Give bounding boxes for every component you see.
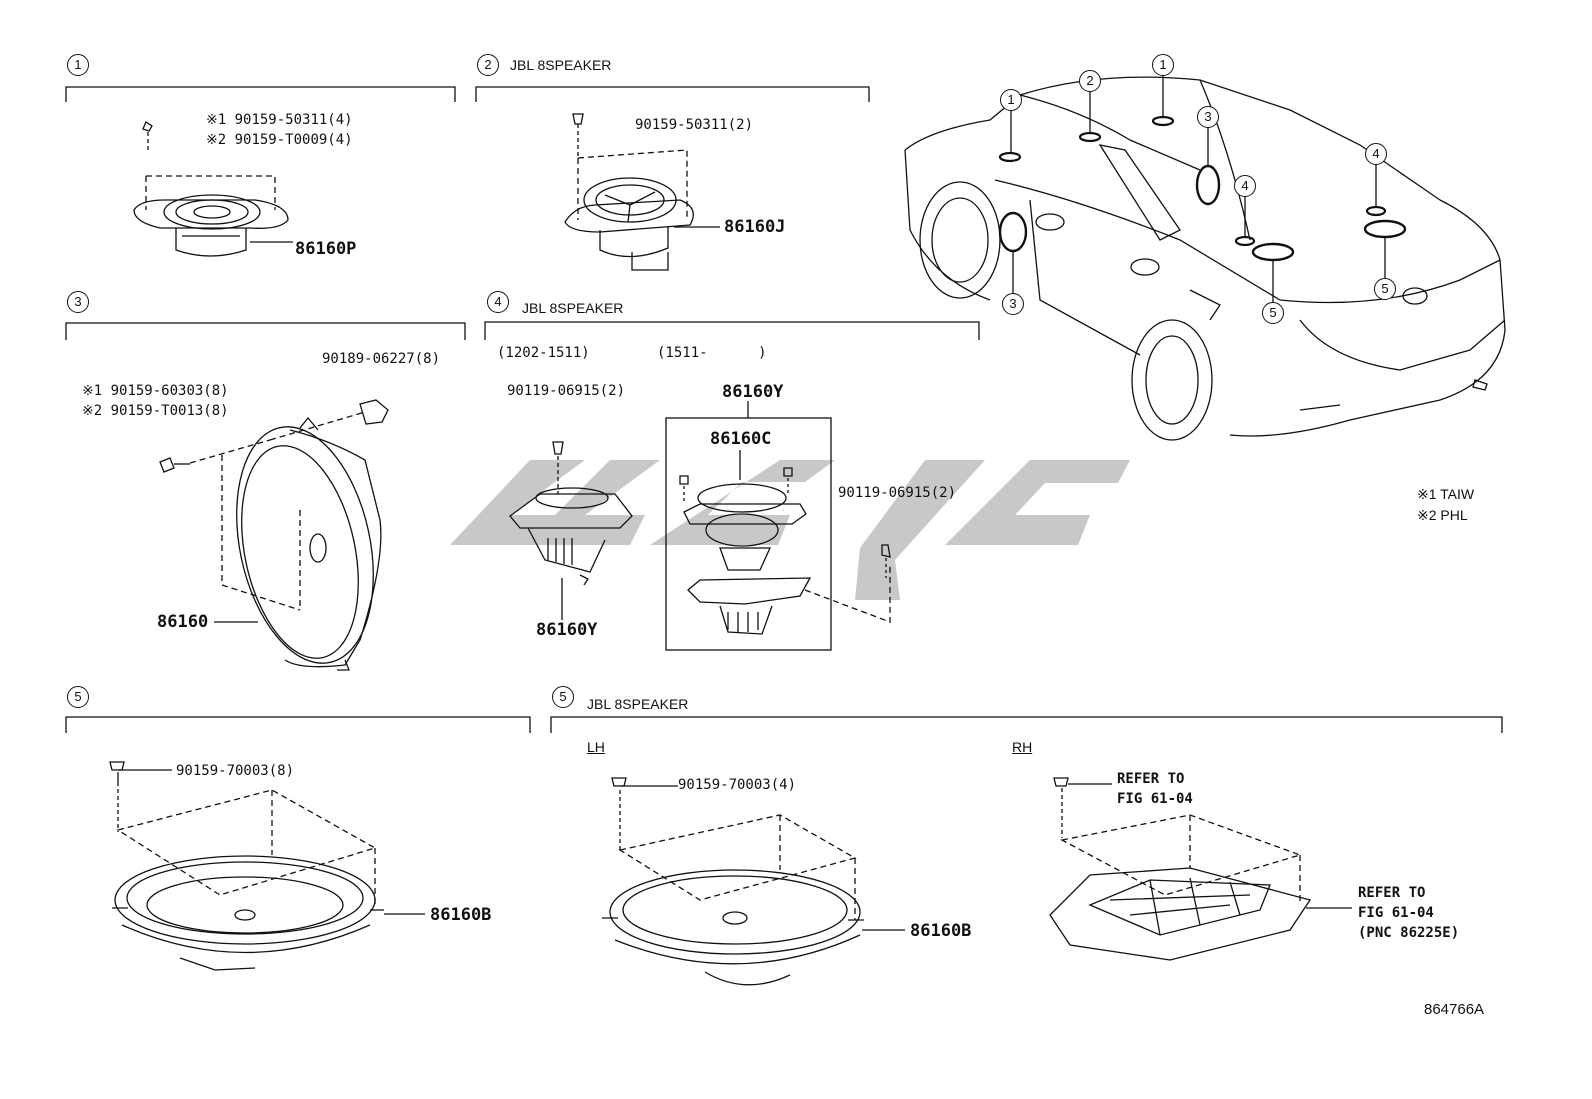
section-3-screw-1: ※1 90159-60303(8) bbox=[82, 383, 229, 399]
section-brackets bbox=[65, 86, 1503, 733]
car-callout-5-right: 5 bbox=[1374, 278, 1396, 300]
section-2-screw: 90159-50311(2) bbox=[635, 117, 754, 133]
speaker-bracket-rh-drawing bbox=[1049, 777, 1352, 961]
refer-screw-line-2: FIG 61-04 bbox=[1117, 791, 1193, 807]
section-1-screw-2: ※2 90159-T0009(4) bbox=[206, 132, 353, 148]
section-4-date-range-b: (1511- ) bbox=[657, 345, 767, 361]
section-5a-screw: 90159-70003(8) bbox=[176, 763, 295, 779]
speaker-86160b-left-drawing bbox=[109, 761, 425, 971]
section-1-screw-1: ※1 90159-50311(4) bbox=[206, 112, 353, 128]
note-taiw: ※1 TAIW bbox=[1417, 486, 1475, 502]
section-1-number: 1 bbox=[67, 54, 89, 76]
car-callout-4-left: 4 bbox=[1234, 175, 1256, 197]
car-callout-4-right: 4 bbox=[1365, 143, 1387, 165]
section-3-screw-clip: 90189-06227(8) bbox=[322, 351, 441, 367]
section-5-number-b: 5 bbox=[552, 686, 574, 708]
section-4-screw-a: 90119-06915(2) bbox=[507, 383, 626, 399]
speaker-86160-drawing bbox=[159, 399, 389, 671]
refer-bracket-line-1: REFER TO bbox=[1358, 885, 1426, 901]
section-5b-title: JBL 8SPEAKER bbox=[587, 696, 689, 712]
section-2-number: 2 bbox=[477, 54, 499, 76]
section-3-screw-2: ※2 90159-T0013(8) bbox=[82, 403, 229, 419]
refer-bracket-line-2: FIG 61-04 bbox=[1358, 905, 1434, 921]
tweeter-86160p-drawing bbox=[133, 121, 293, 257]
tweeter-86160y-a-drawing bbox=[509, 441, 633, 620]
section-4-part-number-a: 86160Y bbox=[536, 620, 598, 640]
car-illustration bbox=[904, 75, 1506, 441]
section-5b-screw: 90159-70003(4) bbox=[678, 777, 797, 793]
section-5b-lh-label: LH bbox=[587, 739, 605, 755]
section-4-screw-b: 90119-06915(2) bbox=[838, 485, 957, 501]
refer-bracket-line-3: (PNC 86225E) bbox=[1358, 925, 1460, 941]
car-callout-3-front: 3 bbox=[1002, 293, 1024, 315]
car-callout-1-front: 1 bbox=[1000, 89, 1022, 111]
section-5-number-a: 5 bbox=[67, 686, 89, 708]
car-callout-1-rear: 1 bbox=[1152, 54, 1174, 76]
section-1-part-number: 86160P bbox=[295, 239, 357, 259]
section-5b-rh-label: RH bbox=[1012, 739, 1033, 755]
refer-screw-line-1: REFER TO bbox=[1117, 771, 1185, 787]
section-2-title: JBL 8SPEAKER bbox=[510, 57, 612, 73]
section-3-number: 3 bbox=[67, 291, 89, 313]
section-4-number: 4 bbox=[487, 291, 509, 313]
car-callout-3-rear: 3 bbox=[1197, 106, 1219, 128]
section-5b-part-number: 86160B bbox=[910, 921, 972, 941]
figure-id: 864766A bbox=[1424, 1001, 1485, 1018]
note-phl: ※2 PHL bbox=[1417, 507, 1468, 523]
tweeter-assembly-box bbox=[665, 401, 891, 651]
section-4-part-inner-label: 86160C bbox=[710, 429, 772, 449]
section-4-date-range-a: (1202-1511) bbox=[497, 345, 590, 361]
section-4-part-box-label: 86160Y bbox=[722, 382, 784, 402]
car-callout-5-left: 5 bbox=[1262, 302, 1284, 324]
section-5a-part-number: 86160B bbox=[430, 905, 492, 925]
speaker-86160b-lh-drawing bbox=[602, 777, 905, 986]
section-4-title: JBL 8SPEAKER bbox=[522, 300, 624, 316]
car-callout-2: 2 bbox=[1079, 70, 1101, 92]
section-2-part-number: 86160J bbox=[724, 217, 786, 237]
section-3-part-number: 86160 bbox=[157, 612, 209, 632]
tweeter-86160j-drawing bbox=[564, 113, 720, 271]
